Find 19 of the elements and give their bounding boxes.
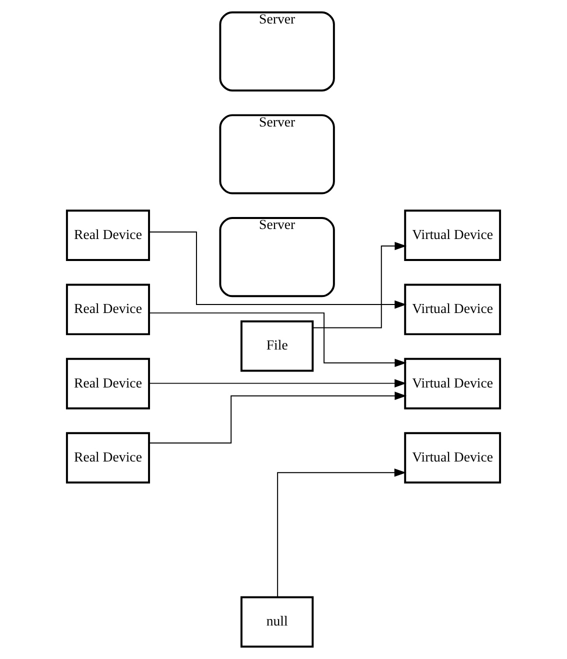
node-box: Virtual Device [404,358,502,410]
arrow [148,379,406,388]
arrow [148,312,407,368]
node-box: Server [219,217,335,298]
node-box: null [240,596,314,648]
node-box: Server [219,11,335,92]
node-box: Real Device [66,210,150,262]
node-box: Virtual Device [404,210,502,262]
node-box: Server [219,114,335,194]
node-box: Virtual Device [404,284,502,336]
node-box: Real Device [66,284,150,336]
arrow [312,242,407,328]
arrow [277,468,406,598]
node-box: Real Device [66,432,150,484]
node-box: Real Device [66,358,150,410]
node-box: Virtual Device [404,432,502,484]
arrow [148,392,407,444]
arrow [148,232,406,309]
node-box: File [240,320,314,372]
